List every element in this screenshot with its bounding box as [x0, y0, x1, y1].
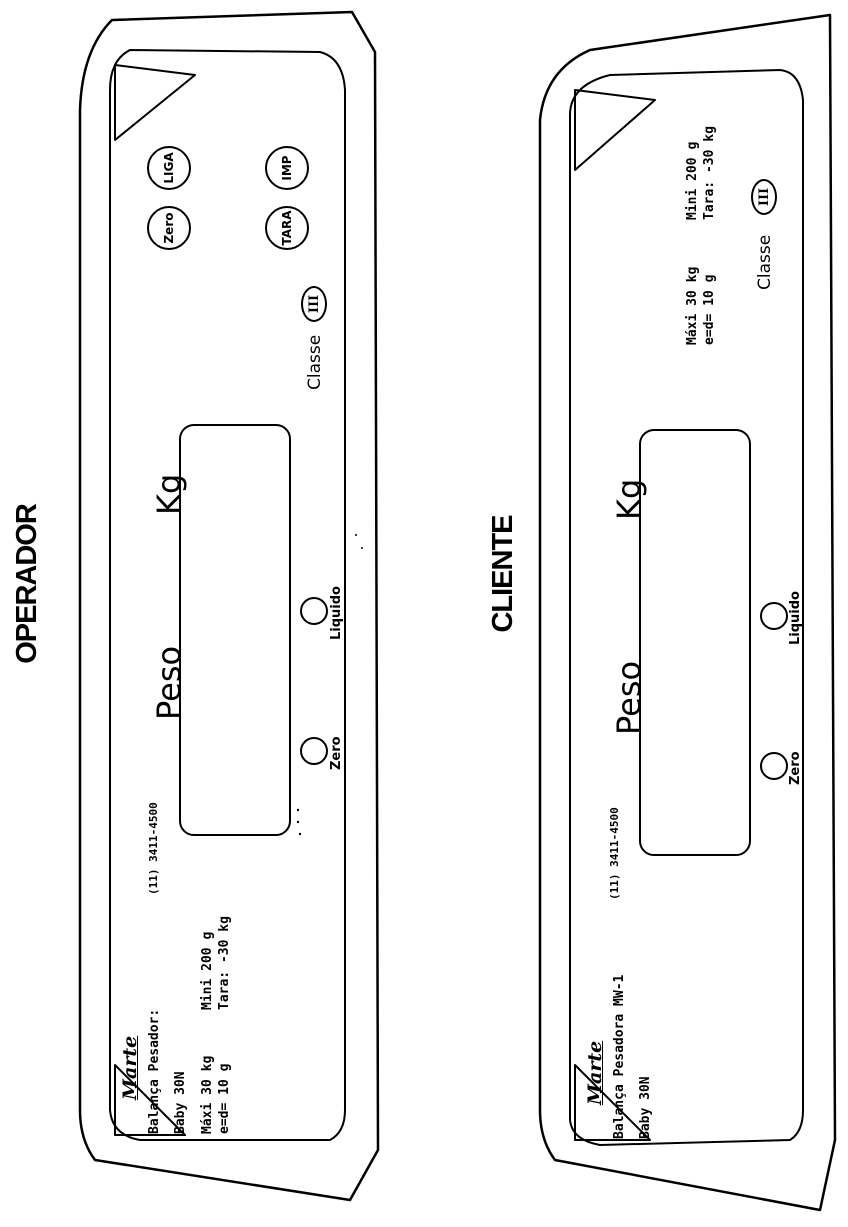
cliente-corner-top: [574, 89, 656, 171]
cliente-tara: Tara: -30 kg: [702, 126, 717, 220]
operador-liga-button[interactable]: LIGA: [147, 146, 191, 190]
cliente-classe-label: Classe: [755, 234, 775, 290]
operador-liquido-led: [300, 597, 328, 625]
operador-tara: Tara: -30 kg: [217, 916, 232, 1010]
operador-zero-led-label: Zero: [329, 736, 344, 770]
cliente-corner-bottom: [574, 1064, 651, 1141]
operador-liquido-led-label: Liquido: [329, 586, 344, 640]
operador-phone: (11) 3411-4500: [147, 802, 160, 895]
cliente-phone: (11) 3411-4500: [608, 807, 621, 900]
operador-tara-button[interactable]: TARA: [265, 206, 309, 250]
operador-zero-button[interactable]: Zero: [147, 206, 191, 250]
cliente-peso-label: Peso: [610, 660, 648, 735]
operador-brand-logo: Marte: [119, 1035, 141, 1100]
operador-min: Mini 200 g: [200, 931, 215, 1010]
operador-classe-badge: III: [301, 286, 327, 322]
cliente-zero-led-label: Zero: [788, 751, 803, 785]
operador-corner-top: [114, 64, 196, 141]
operador-zero-led: [300, 737, 328, 765]
operador-max: Máxi 30 kg: [200, 1055, 215, 1134]
operador-unit-label: Kg: [150, 473, 188, 515]
cliente-outer-border: [538, 13, 837, 1212]
operador-display-window: [179, 424, 291, 836]
cliente-max: Máxi 30 kg: [685, 266, 700, 345]
cliente-liquido-led-label: Liquido: [788, 591, 803, 645]
cliente-e: e=d= 10 g: [702, 274, 717, 345]
cliente-panel: Marte Balança Pesadora MW-1 Baby 30N (11…: [570, 126, 820, 1145]
cliente-liquido-led: [760, 602, 788, 630]
cliente-heading: CLIENTE: [486, 515, 519, 633]
operador-heading: OPERADOR: [10, 504, 43, 664]
cliente-model-line: Balança Pesadora MW-1: [612, 974, 627, 1139]
operador-model-name: Baby 30N: [173, 1071, 188, 1134]
cliente-unit-label: Kg: [610, 478, 648, 520]
cliente-inner-border: [569, 69, 804, 1146]
operador-peso-label: Peso: [150, 645, 188, 720]
operador-inner-border: [109, 49, 346, 1141]
cliente-zero-led: [760, 752, 788, 780]
operador-model-line: Balança Pesador:: [147, 1008, 162, 1134]
operador-imp-button[interactable]: IMP: [265, 146, 309, 190]
cliente-min: Mini 200 g: [685, 141, 700, 220]
cliente-display-window: [639, 429, 751, 856]
cliente-classe-badge: III: [751, 179, 777, 215]
cliente-brand-logo: Marte: [584, 1040, 606, 1105]
operador-panel: Marte Balança Pesador: Baby 30N Máxi 30 …: [105, 130, 355, 1140]
operador-corner-bottom: [114, 1064, 186, 1136]
operador-classe-label: Classe: [305, 334, 325, 390]
operador-outer-border: [78, 10, 380, 1202]
operador-e: e=d= 10 g: [217, 1063, 232, 1134]
cliente-model-name: Baby 30N: [638, 1076, 653, 1139]
